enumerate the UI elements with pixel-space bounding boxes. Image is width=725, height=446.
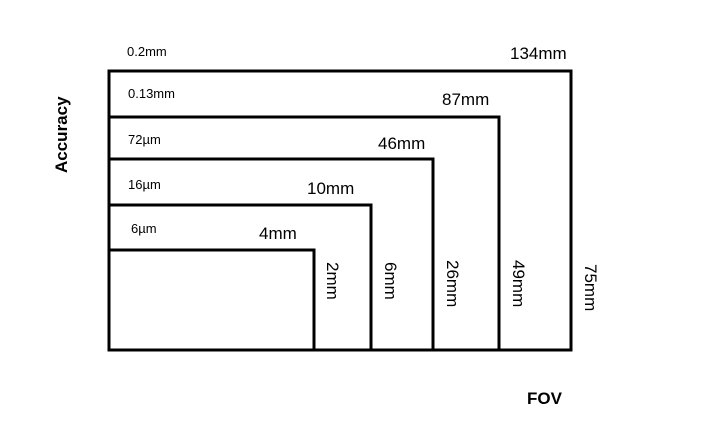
level-1-box [107,69,573,352]
x-axis-label: FOV [527,389,563,408]
height-label-5: 2mm [323,262,342,300]
height-label-2: 49mm [509,260,528,307]
accuracy-label-4: 16µm [128,177,161,192]
level-2-box [107,115,501,352]
width-label-1: 134mm [510,44,567,63]
width-label-3: 46mm [378,134,425,153]
height-label-3: 26mm [443,260,462,307]
accuracy-label-5: 6µm [131,221,157,236]
height-label-1: 75mm [581,264,600,311]
accuracy-label-2: 0.13mm [128,86,175,101]
height-label-4: 6mm [381,262,400,300]
level-5-box [107,248,316,352]
accuracy-label-1: 0.2mm [127,44,167,59]
accuracy-label-3: 72µm [128,132,161,147]
width-label-4: 10mm [307,179,354,198]
width-label-5: 4mm [259,224,297,243]
y-axis-label: Accuracy [52,96,71,173]
width-label-2: 87mm [442,90,489,109]
